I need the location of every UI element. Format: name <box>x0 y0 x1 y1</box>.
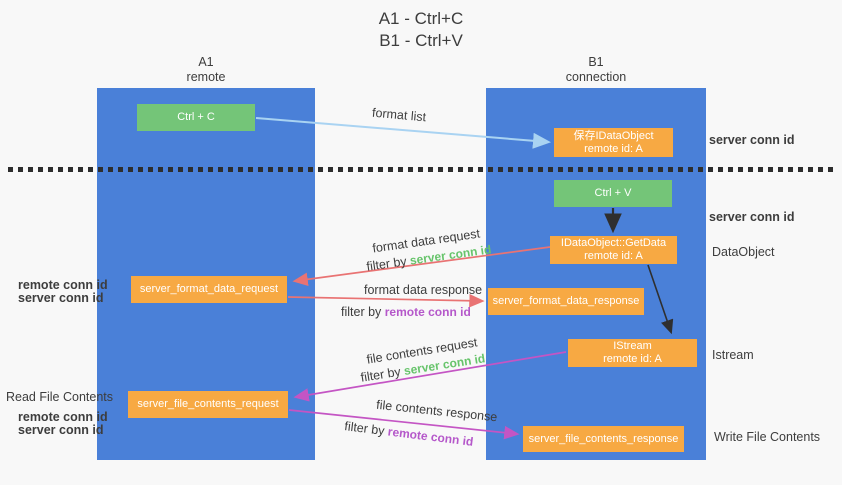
filter-by-prefix: filter by <box>341 305 385 319</box>
diagram-title: A1 - Ctrl+C B1 - Ctrl+V <box>0 8 842 52</box>
server-format-data-response-box: server_format_data_response <box>488 288 644 315</box>
filter-by-prefix: filter by <box>343 419 389 439</box>
right-dataobject-label: DataObject <box>712 245 775 259</box>
lifeline-b1-name: B1 <box>588 55 604 69</box>
save-dataobject-line2: remote id: A <box>584 142 643 155</box>
format-data-response-label: format data response <box>364 283 483 297</box>
save-dataobject-line1: 保存IDataObject <box>573 129 654 142</box>
istream-line1: IStream <box>613 340 652 352</box>
phase-separator-dashed-line <box>8 167 836 172</box>
filter-by-remote-conn-id-2: filter by remote conn id <box>344 419 475 449</box>
getdata-line1: IDataObject::GetData <box>560 237 667 249</box>
lifeline-b1-subtitle: connection <box>565 70 627 84</box>
lifeline-header-a1: A1 remote <box>146 55 266 85</box>
ctrl-c-box: Ctrl + C <box>137 104 255 131</box>
filter-by-prefix: filter by <box>365 253 411 274</box>
getdata-line2: remote id: A <box>584 250 643 262</box>
format-data-response-arrow <box>287 293 485 308</box>
server-format-data-request-label: server_format_data_request <box>139 283 279 295</box>
ctrl-v-box: Ctrl + V <box>554 180 672 207</box>
server-format-data-request-box: server_format_data_request <box>131 276 287 303</box>
filter-by-prefix: filter by <box>359 364 406 385</box>
left-server-conn-id-2: server conn id <box>18 423 104 437</box>
ctrl-c-label: Ctrl + C <box>177 111 215 123</box>
server-file-contents-response-box: server_file_contents_response <box>523 426 684 452</box>
lifeline-a1-subtitle: remote <box>186 70 226 84</box>
istream-box: IStream remote id: A <box>568 339 697 367</box>
filter-by-remote-conn-id-1: filter by remote conn id <box>341 305 471 319</box>
file-contents-response-label: file contents response <box>375 397 499 425</box>
right-server-conn-id-2: server conn id <box>709 210 795 224</box>
left-remote-conn-id-2: remote conn id <box>18 410 108 424</box>
left-server-conn-id-1: server conn id <box>18 291 104 305</box>
format-list-label: format list <box>371 105 427 125</box>
left-read-file-contents-label: Read File Contents <box>6 390 114 404</box>
right-server-conn-id-1: server conn id <box>709 133 795 147</box>
save-dataobject-box: 保存IDataObject remote id: A <box>554 128 673 157</box>
server-file-contents-response-label: server_file_contents_response <box>528 432 679 445</box>
server-format-data-response-label: server_format_data_response <box>492 295 640 307</box>
left-remote-conn-id-1: remote conn id <box>18 278 108 292</box>
istream-line2: remote id: A <box>603 353 662 365</box>
server-file-contents-request-label: server_file_contents_request <box>137 398 279 410</box>
getdata-box: IDataObject::GetData remote id: A <box>550 236 677 264</box>
ctrl-v-label: Ctrl + V <box>594 187 632 199</box>
title-line-1: A1 - Ctrl+C <box>378 9 464 28</box>
server-file-contents-request-box: server_file_contents_request <box>128 391 288 418</box>
lifeline-header-b1: B1 connection <box>536 55 656 85</box>
right-istream-label: Istream <box>712 348 754 362</box>
filter-remote-conn-id-value: remote conn id <box>384 305 471 319</box>
lifeline-a1-name: A1 <box>198 55 214 69</box>
filter-remote-conn-id-value: remote conn id <box>387 424 475 449</box>
title-line-2: B1 - Ctrl+V <box>379 31 463 50</box>
right-write-file-contents-label: Write File Contents <box>714 430 821 444</box>
